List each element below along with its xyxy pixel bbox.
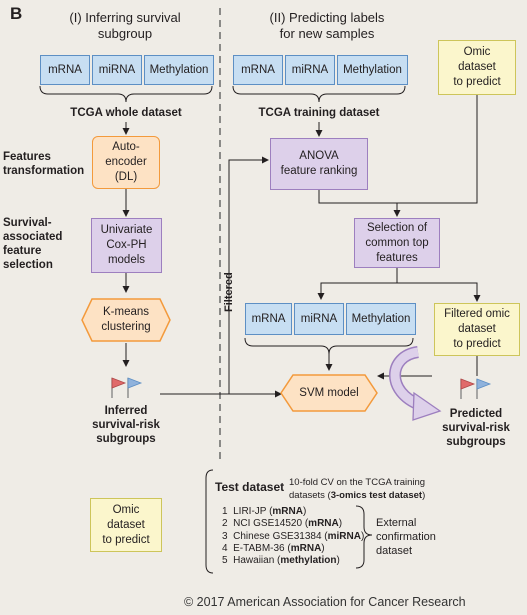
validation-item: 1 LIRI-JP (mRNA) [222,506,307,517]
bottom-omic-dataset-box: Omic dataset to predict [90,498,162,552]
test-dataset-label: Test dataset [215,480,285,494]
svm-model-label: SVM model [299,386,359,399]
tcga-training-dataset-label: TCGA training dataset [258,107,380,119]
predicted-flags-icon [460,378,492,399]
features-transformation-label: Features transformation [3,151,85,177]
left-omic-mirna: miRNA [92,55,142,85]
svm-hexagon [280,374,378,412]
validation-item: 4 E-TABM-36 (mRNA) [222,542,325,554]
inferred-flags-icon [111,377,143,398]
filtered-omic-mrna: mRNA [245,303,292,335]
right-title-line2: for new samples [279,26,375,41]
right-title-line1: (II) Predicting labels [269,10,385,25]
external-dataset-brace [355,505,373,569]
left-title-line2: subgroup [97,26,153,41]
predicted-subgroups-label: Predicted survival-risk subgroups [442,408,510,448]
validation-item: 2 NCI GSE14520 (mRNA) [222,518,343,530]
filtered-omic-methylation: Methylation [346,303,416,335]
external-confirmation-label: External confirmation dataset [376,517,436,557]
filtered-label: Filtered [223,272,235,312]
copyright-text: © 2017 American Association for Cancer R… [184,595,466,609]
kmeans-hexagon [81,298,171,342]
selection-common-features-box: Selection of common top features [354,218,440,268]
tcga-whole-dataset-label: TCGA whole dataset [70,107,182,119]
filtered-omic-dataset-box: Filtered omic dataset to predict [434,303,520,356]
survival-feature-selection-label: Survival- associated feature selection [3,217,63,271]
filtered-omics-brace [244,337,414,355]
left-omics-brace [39,85,213,103]
cv-description: 10-fold CV on the TCGA training datasets… [289,477,426,501]
right-omic-mirna: miRNA [285,55,335,85]
left-omic-methylation: Methylation [144,55,214,85]
right-omic-methylation: Methylation [337,55,408,85]
autoencoder-box: Auto- encoder (DL) [92,136,160,189]
left-title-line1: (I) Inferring survival [69,10,181,25]
cox-ph-box: Univariate Cox-PH models [91,218,162,273]
validation-list: 1 LIRI-JP (mRNA) 2 NCI GSE14520 (mRNA) 3… [222,506,364,567]
right-omic-mrna: mRNA [233,55,283,85]
left-section-title: (I) Inferring survival subgroup [30,10,220,42]
right-omics-brace [232,85,406,103]
left-omic-mrna: mRNA [40,55,90,85]
test-dataset-brace [205,469,214,574]
validation-item: 5 Hawaiian (methylation) [222,555,340,567]
panel-letter: B [10,4,23,23]
anova-feature-ranking-box: ANOVA feature ranking [270,138,368,190]
filtered-omic-mirna: miRNA [294,303,344,335]
kmeans-label: K-means clustering [101,306,151,333]
omic-dataset-to-predict-box: Omic dataset to predict [438,40,516,95]
validation-item: 3 Chinese GSE31384 (miRNA) [222,530,365,542]
right-section-title: (II) Predicting labels for new samples [232,10,422,42]
inferred-subgroups-label: Inferred survival-risk subgroups [92,405,160,445]
